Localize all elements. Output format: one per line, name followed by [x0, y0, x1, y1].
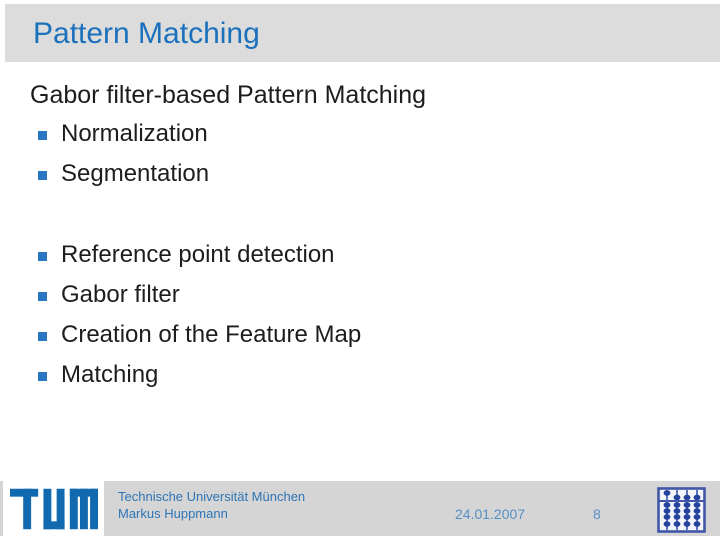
bullet-label: Normalization	[61, 120, 208, 147]
footer-author: Markus Huppmann	[118, 506, 228, 521]
bullet-item: Segmentation	[30, 154, 209, 194]
bullet-label: Creation of the Feature Map	[61, 321, 362, 348]
bullet-item: Creation of the Feature Map	[30, 315, 361, 355]
bullet-item: Reference point detection	[30, 235, 361, 275]
bullet-group-1: Normalization Segmentation	[30, 114, 209, 194]
footer-org: Technische Universität München	[118, 489, 306, 504]
tum-logo-icon	[9, 488, 98, 529]
header-band: Pattern Matching	[5, 4, 720, 62]
footer-text-block: Technische Universität München Markus Hu…	[118, 488, 305, 522]
bullet-square-icon	[38, 170, 47, 180]
bullet-item: Gabor filter	[30, 275, 361, 315]
bullet-label: Matching	[61, 361, 159, 388]
bullet-item: Matching	[30, 355, 361, 395]
slide-date: 24.01.2007	[455, 506, 526, 522]
page-number: 8	[593, 506, 601, 522]
bullet-group-2: Reference point detection Gabor filter C…	[30, 235, 361, 395]
footer-band: Technische Universität München Markus Hu…	[0, 481, 720, 536]
bullet-label: Segmentation	[61, 160, 210, 187]
bullet-square-icon	[38, 291, 47, 301]
tum-logo-box	[3, 481, 104, 536]
bullet-item: Normalization	[30, 114, 209, 154]
slide-title: Pattern Matching	[33, 17, 260, 50]
bullet-label: Reference point detection	[61, 241, 335, 268]
abacus-icon	[657, 487, 706, 533]
intro-text: Gabor filter-based Pattern Matching	[30, 80, 427, 109]
bullet-label: Gabor filter	[61, 281, 180, 308]
bullet-square-icon	[38, 371, 47, 381]
bullet-square-icon	[38, 251, 47, 261]
bullet-square-icon	[38, 130, 47, 140]
bullet-square-icon	[38, 331, 47, 341]
